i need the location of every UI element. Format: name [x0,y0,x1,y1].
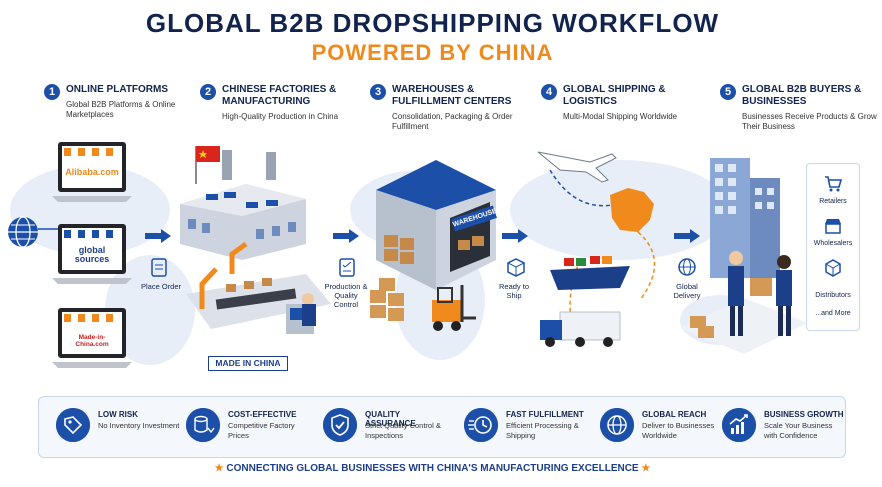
buyer-type-distributors: Distributors [815,292,851,299]
step-number: 2 [200,84,216,100]
platform-logo-alibaba: Alibaba.com [65,167,119,177]
factory-illustration [180,146,331,334]
benefit-description: Scale Your Business with Confidence [764,421,833,440]
made-in-china-tag: MADE IN CHINA [208,356,288,371]
benefit-description: Deliver to Businesses Worldwide [642,421,715,440]
page-title: GLOBAL B2B DROPSHIPPING WORKFLOW [145,8,720,38]
flow-arrow-icon [502,229,528,243]
benefit-heading: GLOBAL REACH [642,410,707,419]
star-icon: ★ [641,463,651,474]
laptop-icon [52,308,132,368]
cart-icon [825,176,843,192]
benefit-heading: FAST FULFILLMENT [506,410,584,419]
checklist-icon [339,258,355,277]
flow-label-production: Production & Quality Control [324,282,368,309]
flow-arrow-icon [333,229,359,243]
benefit-cost-effective: COST-EFFECTIVE Competitive Factory Price… [186,404,311,450]
benefit-description: Competitive Factory Prices [228,421,295,440]
benefit-business-growth: BUSINESS GROWTH Scale Your Business with… [722,404,847,450]
step-heading: ONLINE PLATFORMS [66,84,169,95]
benefits-bar [38,396,846,458]
flow-arrow-icon [145,229,171,243]
buyer-types-panel: Retailers Wholesalers Distributors ...an… [806,163,860,331]
laptop-icon [52,224,132,284]
benefit-heading: BUSINESS GROWTH [764,410,844,419]
benefit-fast-fulfillment: FAST FULFILLMENT Efficient Processing & … [464,404,589,450]
step-number: 3 [370,84,386,100]
warehouse-illustration [370,160,496,331]
flow-label-ready-to-ship: Ready to Ship [498,282,530,300]
shield-check-icon [323,408,357,442]
step-description: Consolidation, Packaging & Order Fulfill… [392,112,513,131]
laptop-icon [52,142,132,202]
flow-label-global-delivery: Global Delivery [673,282,701,300]
globe-icon [8,216,38,248]
step-description: Businesses Receive Products & Grow Their… [742,112,877,131]
benefit-description: Efficient Processing & Shipping [506,421,579,440]
footer-text: CONNECTING GLOBAL BUSINESSES WITH CHINA'… [226,463,639,474]
flow-label-place-order: Place Order [140,282,182,291]
buyer-type-retailers: Retailers [819,198,847,205]
business-buyers-illustration [680,158,808,354]
flow-arrow-icon [674,229,700,243]
laptop-alibaba: Alibaba.com [52,140,132,210]
benefit-heading: COST-EFFECTIVE [228,410,297,419]
order-clipboard-icon [151,258,167,277]
step-description: Global B2B Platforms & Online Marketplac… [66,100,176,119]
step-heading: GLOBAL SHIPPING & LOGISTICS [563,84,666,107]
step-description: High-Quality Production in China [222,112,339,121]
box-icon [507,258,525,277]
benefit-quality-assurance: QUALITY ASSURANCE Strict Quality Control… [323,404,448,450]
coins-icon [186,408,220,442]
footer-tagline: ★ CONNECTING GLOBAL BUSINESSES WITH CHIN… [0,463,865,474]
globe-icon [600,408,634,442]
benefit-global-reach: GLOBAL REACH Deliver to Businesses World… [600,404,725,450]
platform-logo-made-in-china: Made-in-China.com [75,334,109,348]
benefit-heading: LOW RISK [98,410,138,419]
step-description: Multi-Modal Shipping Worldwide [563,112,678,121]
step-number: 5 [720,84,736,100]
page-subtitle: POWERED BY CHINA [311,40,554,65]
step-heading: WAREHOUSES & FULFILLMENT CENTERS [392,84,512,107]
step-number: 1 [44,84,60,100]
store-icon [825,219,841,234]
laptop-global-sources: global sources [52,222,132,292]
benefit-heading: QUALITY ASSURANCE [365,410,416,428]
benefit-description: No Inventory Investment [98,421,180,430]
tag-icon [56,408,90,442]
buyer-type-wholesalers: Wholesalers [813,240,853,247]
growth-chart-icon [722,408,756,442]
step-heading: GLOBAL B2B BUYERS & BUSINESSES [742,84,862,107]
benefit-description: Strict Quality Control & Inspections [365,421,441,440]
buyer-type-more: ...and More [815,310,851,317]
delivery-globe-icon [678,258,696,276]
clock-icon [464,408,498,442]
step-number: 4 [541,84,557,100]
platform-logo-global-sources: global sources [74,245,110,264]
laptop-made-in-china: Made-in-China.com [52,306,132,376]
connector-line [38,228,58,230]
step-heading: CHINESE FACTORIES & MANUFACTURING [222,84,337,107]
benefit-low-risk: LOW RISK No Inventory Investment [56,404,181,450]
distributor-box-icon [825,259,841,277]
star-icon: ★ [214,463,224,474]
shipping-illustration [537,151,656,347]
